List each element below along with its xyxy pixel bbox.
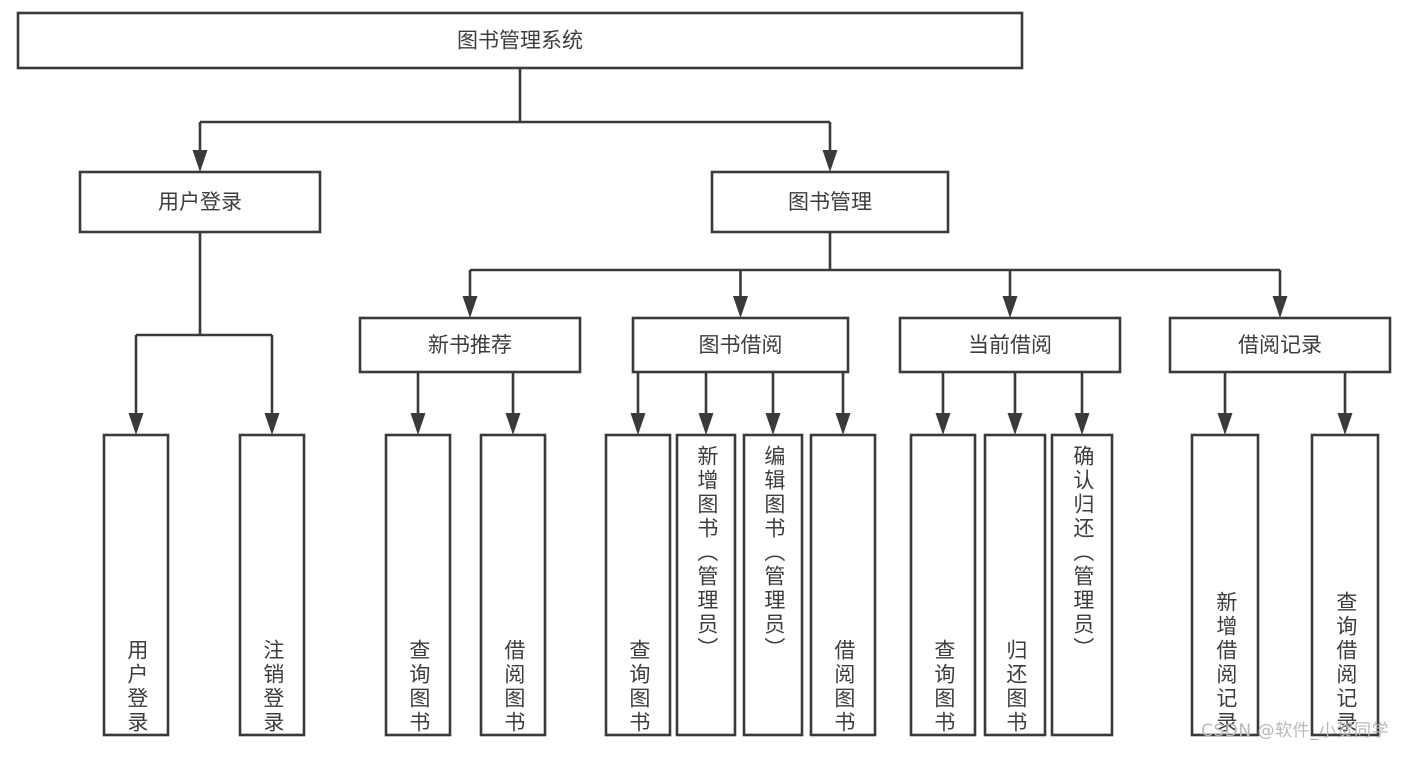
leaf-box-12 <box>1310 433 1380 737</box>
node-box-level2-1 <box>710 170 950 234</box>
leaf-box-8 <box>909 433 977 737</box>
arrow-head-leaf-0 <box>128 413 144 435</box>
node-box-root <box>16 11 1024 70</box>
arrow-head-leaf-7 <box>835 413 851 435</box>
leaf-box-7 <box>809 433 877 737</box>
arrow-head-level3-1 <box>733 296 748 318</box>
node-label-level3-3: 借阅记录 <box>1238 333 1322 357</box>
node-label-level2-0: 用户登录 <box>158 190 242 214</box>
node-box-level2-0 <box>78 170 322 234</box>
arrow-head-level3-0 <box>462 296 478 318</box>
arrow-head-leaf-10 <box>1074 413 1090 435</box>
node-label-level2-1: 图书管理 <box>788 190 872 214</box>
csdn-watermark: CSDN @软件_小贺同学 <box>1201 721 1389 741</box>
leaf-box-1 <box>238 433 306 737</box>
leaf-box-0 <box>102 433 170 737</box>
node-box-level3-2 <box>898 316 1122 374</box>
node-box-level3-1 <box>631 316 850 374</box>
node-box-level3-0 <box>358 316 582 374</box>
node-label-level3-2: 当前借阅 <box>968 333 1052 357</box>
arrow-head-leaf-12 <box>1337 413 1353 435</box>
node-label-level3-1: 图书借阅 <box>699 333 783 357</box>
node-label-level3-0: 新书推荐 <box>428 333 512 357</box>
connector-layer <box>128 68 1353 435</box>
arrow-head-leaf-4 <box>630 413 646 435</box>
box-layer <box>16 11 1392 737</box>
arrow-head-level3-3 <box>1272 296 1288 318</box>
arrow-head-leaf-3 <box>505 413 521 435</box>
node-box-level3-3 <box>1168 316 1392 374</box>
arrow-head-level2-1 <box>822 150 838 172</box>
leaf-box-3 <box>479 433 547 737</box>
leaf-box-2 <box>384 433 452 737</box>
arrow-head-level3-2 <box>1002 296 1018 318</box>
leaf-box-9 <box>983 433 1047 737</box>
arrow-head-leaf-2 <box>410 413 426 435</box>
arrow-head-leaf-9 <box>1007 413 1023 435</box>
arrow-head-leaf-1 <box>264 413 280 435</box>
arrow-head-leaf-6 <box>765 413 781 435</box>
leaf-box-5 <box>675 433 737 737</box>
leaf-box-11 <box>1190 433 1260 737</box>
leaf-box-6 <box>742 433 804 737</box>
arrow-head-leaf-8 <box>935 413 951 435</box>
arrow-head-leaf-11 <box>1217 413 1233 435</box>
node-label-root: 图书管理系统 <box>457 29 583 53</box>
leaf-box-10 <box>1050 433 1114 737</box>
arrow-head-level2-0 <box>192 150 208 172</box>
leaf-box-4 <box>604 433 672 737</box>
arrow-head-leaf-5 <box>698 413 714 435</box>
